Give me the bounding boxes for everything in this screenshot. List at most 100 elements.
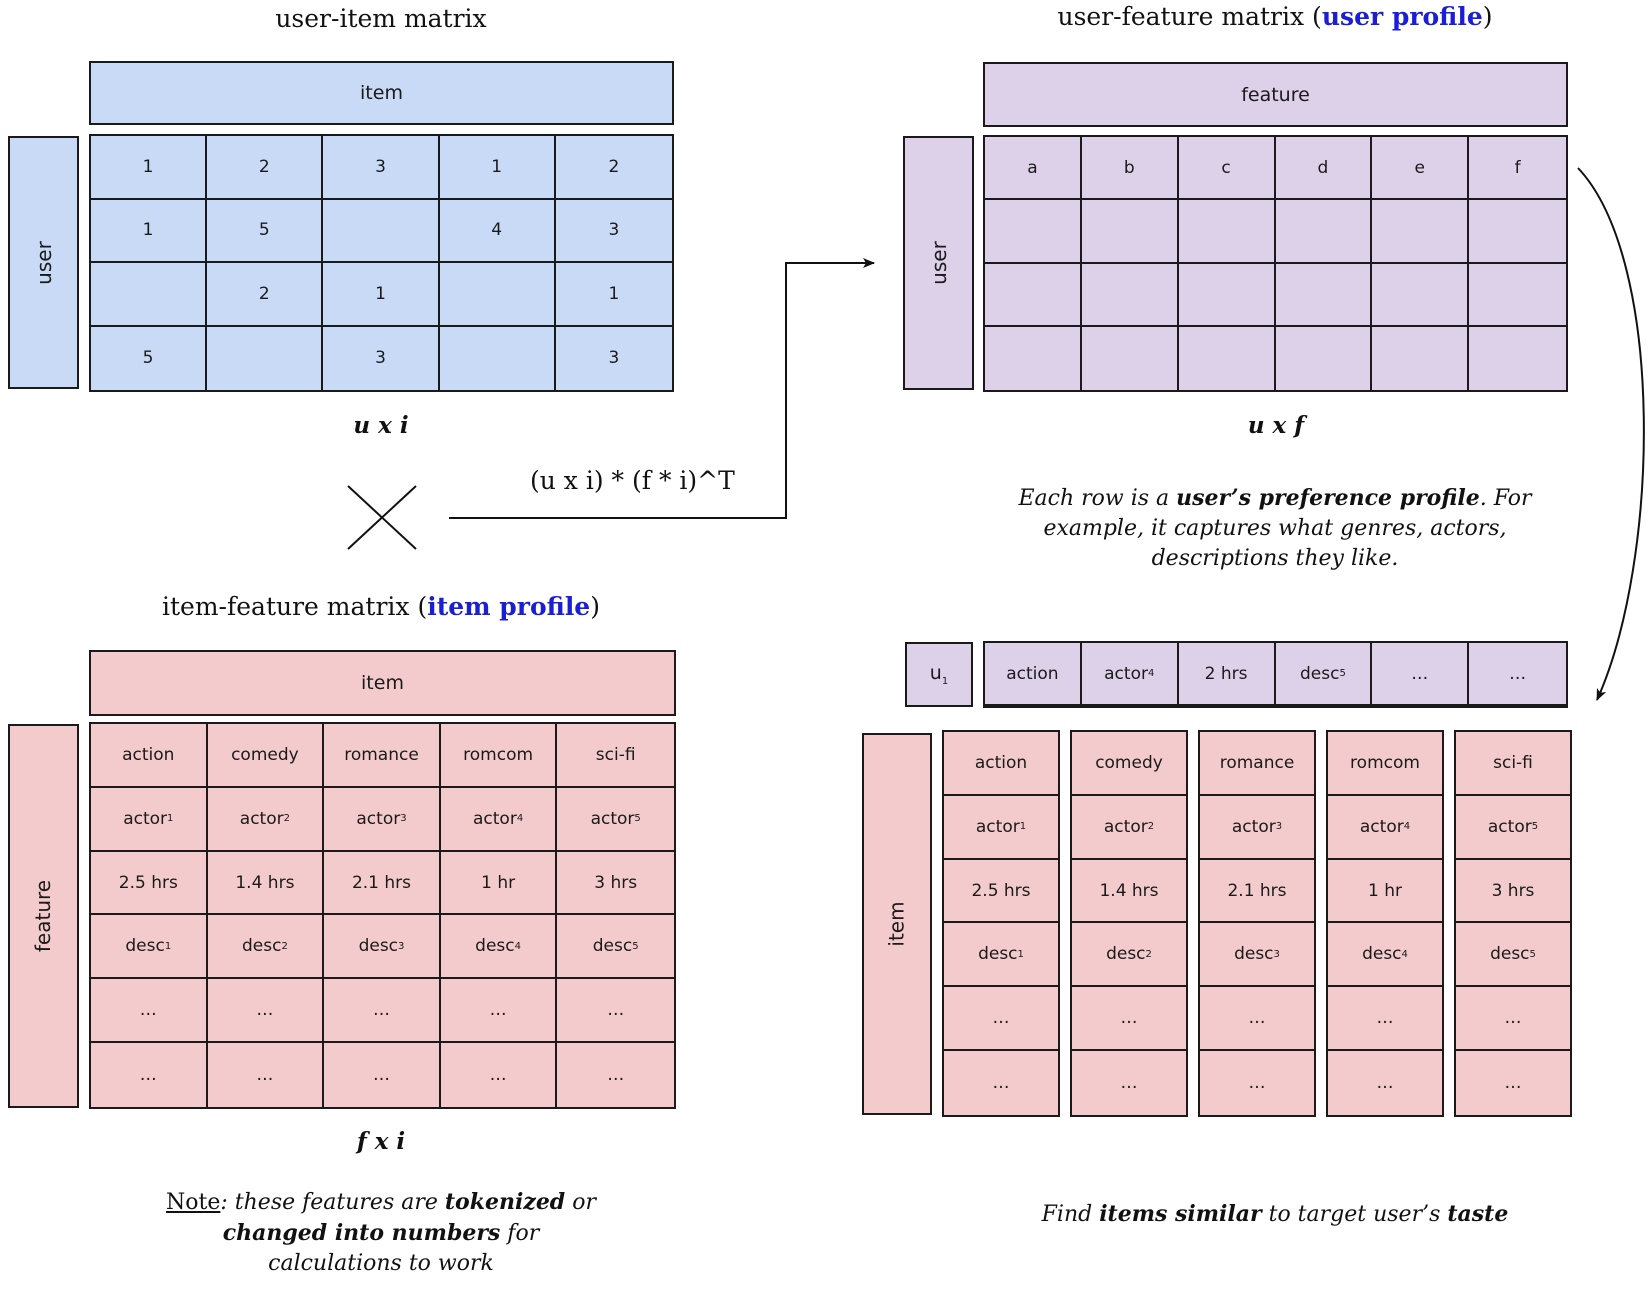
note-underlined: Note	[166, 1190, 221, 1215]
rating-cell: 2	[207, 136, 324, 200]
preference-cell	[1372, 263, 1470, 327]
caption-bold-1: items similar	[1099, 1201, 1262, 1227]
actor-cell-subscript: 2	[1147, 821, 1155, 833]
actor-cell-subscript: 1	[1019, 821, 1027, 833]
user-feature-caption: Each row is a user’s preference profile.…	[960, 483, 1590, 574]
desc-cell-subscript: 1	[164, 940, 172, 952]
desc-cell-text: desc	[1362, 944, 1402, 965]
genre-cell: romcom	[1328, 732, 1442, 796]
desc-cell-text: desc	[1106, 944, 1146, 965]
feature-col-cell: e	[1372, 137, 1470, 201]
rating-cell: 1	[323, 263, 440, 327]
ellipsis-cell: …	[557, 979, 674, 1044]
item-feature-title-post: )	[590, 592, 600, 621]
actor-cell-text: actor	[356, 808, 401, 829]
actor-cell-subscript: 1	[167, 813, 174, 825]
actor-cell-text: actor	[1487, 816, 1532, 837]
rating-cell	[440, 326, 556, 390]
caption-text-3: example, it captures what genres, actors…	[1043, 516, 1507, 541]
rating-cell: 1	[439, 136, 556, 200]
genre-cell: comedy	[207, 724, 325, 788]
actor-cell-text: actor	[472, 808, 517, 829]
duration-cell: 3 hrs	[1456, 860, 1570, 924]
rating-cell: 3	[323, 136, 440, 200]
profile-cell-text: actor	[1104, 663, 1148, 684]
desc-cell-subscript: 5	[1529, 948, 1536, 960]
ellipsis-cell: …	[607, 1065, 625, 1086]
formula-arrow	[449, 258, 875, 519]
feature-col-cell: a	[985, 137, 1082, 201]
genre-cell: romance	[1200, 732, 1314, 796]
actor-cell-text: actor	[1359, 816, 1404, 837]
preference-cell	[1178, 200, 1276, 264]
item-feature-title: item-feature matrix (item profile)	[60, 592, 702, 621]
rating-cell: 3	[608, 348, 620, 369]
note-line-1: Note: these features are tokenized or	[60, 1187, 702, 1218]
profile-cell: …	[1469, 643, 1566, 706]
user-profile-highlight: user profile	[1321, 2, 1483, 31]
preference-cell	[1469, 200, 1566, 264]
row-header-label: feature	[31, 879, 56, 953]
profile-cell-subscript: 5	[1339, 668, 1346, 679]
col-header-label: feature	[1241, 83, 1310, 106]
rating-cell	[323, 199, 440, 263]
rating-cell: 2	[555, 136, 672, 200]
duration-cell: 2.5 hrs	[944, 860, 1058, 924]
rating-cell	[439, 263, 556, 327]
desc-cell-text: desc	[592, 936, 633, 957]
rating-cell: 2	[207, 263, 324, 327]
ellipsis-cell: …	[1248, 1073, 1266, 1094]
preference-cell	[1469, 264, 1566, 327]
ellipsis-cell: …	[1328, 987, 1442, 1052]
actor-cell-text: actor	[1231, 816, 1276, 837]
note-text-2: or	[565, 1190, 596, 1215]
item-columns-caption: Find items similar to target user’s tast…	[960, 1199, 1590, 1230]
profile-arrow	[1577, 167, 1645, 701]
user-item-row-header: user	[8, 136, 79, 389]
row-header-label: user	[926, 241, 951, 285]
profile-user-text: u1	[930, 662, 948, 687]
ellipsis-cell: …	[440, 979, 558, 1044]
feature-col-cell: c	[1178, 137, 1276, 201]
genre-cell: romcom	[440, 724, 558, 788]
duration-cell: 3 hrs	[557, 852, 674, 916]
desc-cell-text: desc	[241, 936, 282, 957]
multiply-icon-stroke	[347, 485, 417, 550]
preference-cell	[1276, 326, 1373, 390]
user-feature-row-header: user	[903, 136, 974, 390]
ellipsis-cell: …	[91, 979, 208, 1044]
desc-cell-text: desc	[475, 936, 515, 957]
ellipsis-cell: …	[992, 1073, 1010, 1094]
ellipsis-cell: …	[1376, 1073, 1394, 1094]
profile-cell: action	[985, 643, 1082, 706]
genre-cell: action	[944, 732, 1058, 796]
rating-cell	[207, 326, 324, 390]
feature-col-cell: f	[1469, 137, 1566, 201]
profile-user-letter: u	[929, 662, 942, 684]
ellipsis-cell: …	[1200, 987, 1314, 1052]
genre-cell: action	[91, 724, 208, 788]
desc-cell-text: desc	[978, 944, 1018, 965]
desc-cell-text: desc	[358, 936, 399, 957]
caption-line-1: Each row is a user’s preference profile.…	[960, 483, 1590, 514]
ellipsis-cell: …	[324, 979, 441, 1044]
ellipsis-cell: …	[944, 987, 1058, 1052]
desc-cell-subscript: 3	[1273, 948, 1280, 960]
actor-cell-subscript: 3	[400, 813, 407, 825]
feature-col-cell: b	[1081, 137, 1179, 201]
